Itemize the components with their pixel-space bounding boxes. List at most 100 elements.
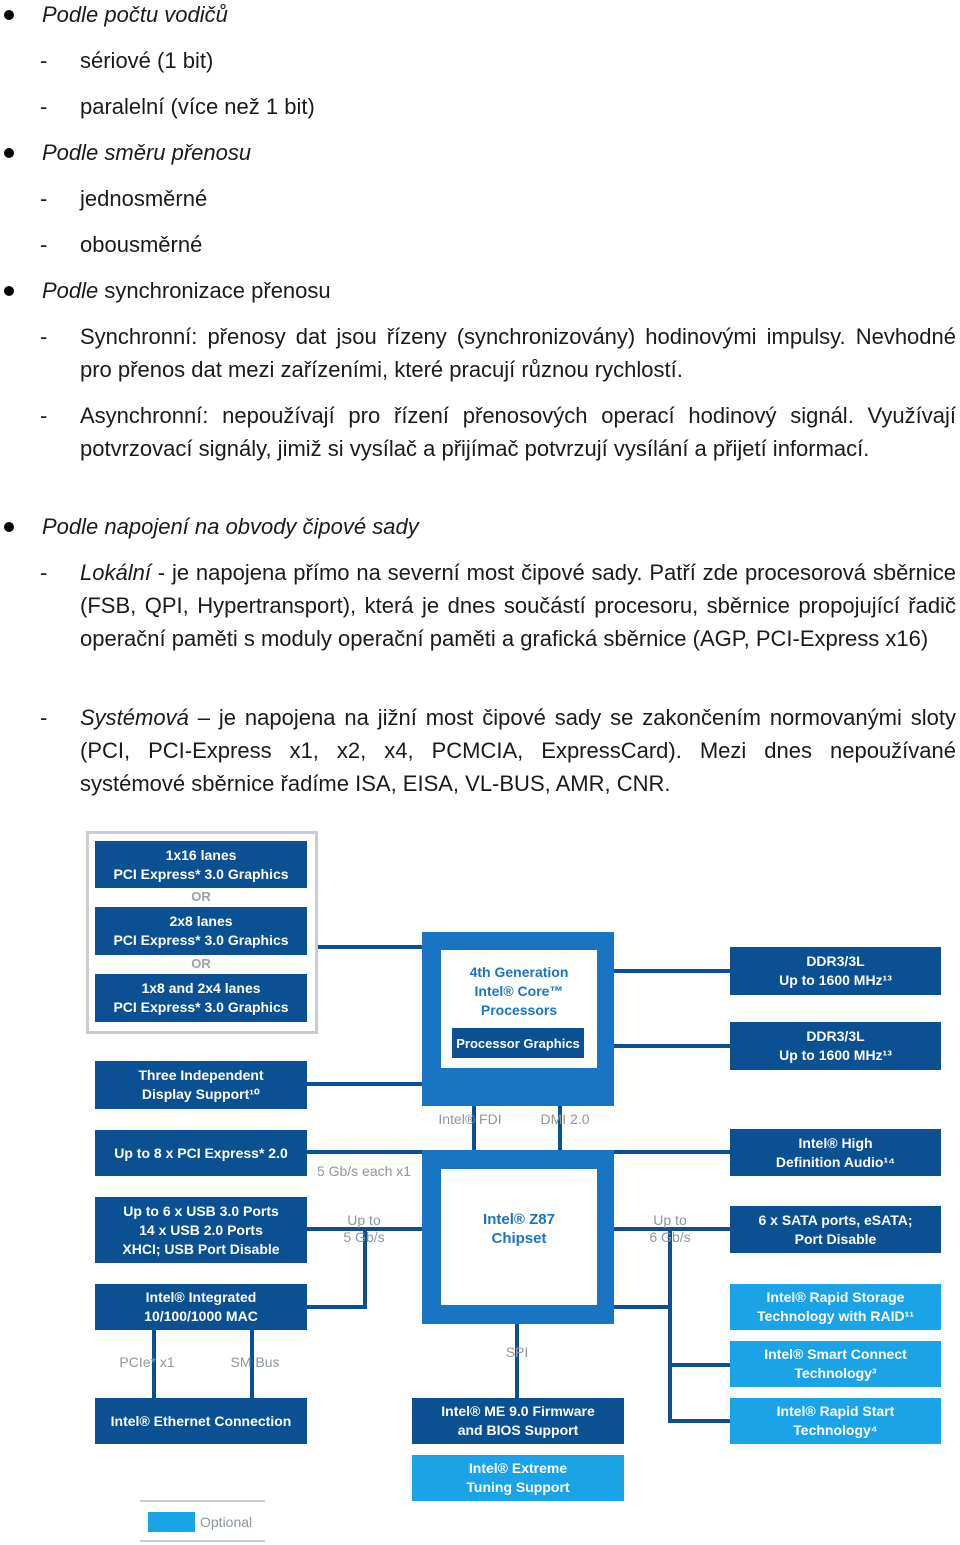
box-label: 6 Gb/s: [649, 1229, 691, 1245]
box-label: and BIOS Support: [457, 1422, 579, 1438]
box-label: Intel® Extreme: [468, 1460, 568, 1476]
connector-line: [612, 1044, 730, 1048]
section-title-sync: Podle synchronizace přenosu: [42, 278, 331, 303]
connector-line: [515, 1322, 519, 1398]
list-item-local: Lokální - je napojena přímo na severní m…: [80, 560, 956, 651]
box-label: Technology³: [794, 1365, 877, 1381]
box-label: Technology⁴: [793, 1422, 878, 1438]
ethernet-box: Intel® Ethernet Connection: [95, 1398, 307, 1444]
or-label: OR: [191, 956, 211, 971]
box-label: Processor Graphics: [456, 1035, 580, 1051]
box-label: Three Independent: [138, 1067, 264, 1083]
legend-swatch: [148, 1512, 195, 1532]
dash-icon: -: [40, 324, 48, 349]
connector-line: [307, 1305, 367, 1309]
box-label: Intel® Core™: [474, 983, 564, 999]
connector-line: [612, 1305, 672, 1309]
rapid-start-box: Intel® Rapid Start Technology⁴: [730, 1398, 941, 1444]
box-label: DDR3/3L: [806, 953, 865, 969]
cpu-title: 4th Generation Intel® Core™ Processors: [441, 963, 597, 1020]
dash-icon: -: [40, 94, 48, 119]
dash-icon: -: [40, 705, 48, 730]
connector-line: [152, 1330, 156, 1398]
dash-icon: -: [40, 560, 48, 585]
connector-line: [668, 1363, 730, 1367]
box-label: Display Support¹⁰: [141, 1086, 261, 1102]
connector-line: [558, 1105, 562, 1150]
section-title-wires: Podle počtu vodičů: [42, 2, 228, 27]
me-firmware-box: Intel® ME 9.0 Firmware and BIOS Support: [412, 1398, 624, 1444]
connector-line: [318, 945, 423, 949]
or-label: OR: [191, 889, 211, 904]
connector-line: [472, 1105, 476, 1150]
connector-line: [668, 1419, 730, 1423]
smart-connect-box: Intel® Smart Connect Technology³: [730, 1341, 941, 1387]
box-label: Intel® Z87: [483, 1211, 555, 1228]
box-label: 4th Generation: [469, 964, 569, 980]
dash-icon: -: [40, 403, 48, 428]
box-label: Up to: [653, 1212, 687, 1228]
connector-line: [307, 1227, 422, 1231]
connector-line: [307, 1150, 422, 1154]
box-label: 14 x USB 2.0 Ports: [139, 1221, 263, 1238]
chipset-title: Intel® Z87 Chipset: [441, 1210, 597, 1248]
list-item: paralelní (více než 1 bit): [80, 94, 315, 119]
connector-line: [250, 1330, 254, 1398]
section-title-chipset: Podle napojení na obvody čipové sady: [42, 514, 419, 539]
dash-icon: -: [40, 186, 48, 211]
extreme-tuning-box: Intel® Extreme Tuning Support: [412, 1455, 624, 1501]
box-label: Up to 1600 MHz¹³: [779, 1047, 892, 1063]
bullet-icon: [4, 10, 14, 20]
box-label: Intel® Smart Connect: [764, 1346, 907, 1362]
box-label: Intel® Integrated: [145, 1289, 257, 1305]
smbus-label: SM Bus: [230, 1354, 280, 1370]
pcie-x1-label: PCIe* x1: [119, 1354, 175, 1370]
box-label: Up to 1600 MHz¹³: [779, 972, 892, 988]
legend-label: Optional: [200, 1514, 253, 1530]
bullet-icon: [4, 522, 14, 532]
legend-divider: [140, 1540, 265, 1542]
box-label: Intel® High: [798, 1134, 873, 1151]
dmi-label: DMI 2.0: [540, 1111, 590, 1127]
box-label: 10/100/1000 MAC: [144, 1308, 258, 1324]
speed-label: 5 Gb/s each x1: [316, 1163, 412, 1179]
box-label: Up to: [347, 1212, 381, 1228]
bullet-icon: [4, 148, 14, 158]
box-label: Port Disable: [794, 1230, 877, 1247]
box-label: XHCI; USB Port Disable: [122, 1240, 280, 1257]
box-label: Tuning Support: [466, 1479, 570, 1495]
box-label: Intel® Rapid Start: [776, 1403, 895, 1419]
list-item: sériové (1 bit): [80, 48, 214, 73]
bullet-icon: [4, 286, 14, 296]
list-item-system: Systémová – je napojena na jižní most či…: [80, 705, 956, 796]
box-label: 1x16 lanes: [165, 846, 237, 863]
box-label: Intel® Rapid Storage: [766, 1289, 905, 1305]
box-label: 5 Gb/s: [343, 1229, 385, 1245]
connector-line: [668, 1230, 672, 1309]
list-item: jednosměrné: [80, 186, 208, 211]
connector-line: [612, 969, 730, 973]
box-label: Intel® ME 9.0 Firmware: [441, 1403, 595, 1419]
box-label: PCI Express* 3.0 Graphics: [113, 865, 289, 882]
pcie3-1x16-box: 1x16 lanes PCI Express* 3.0 Graphics: [95, 841, 307, 888]
speed-label: Up to 6 Gb/s: [640, 1212, 700, 1246]
pcie2-box: Up to 8 x PCI Express* 2.0: [95, 1130, 307, 1176]
dash-icon: -: [40, 48, 48, 73]
box-label: Processors: [480, 1002, 558, 1018]
pcie3-2x8-box: 2x8 lanes PCI Express* 3.0 Graphics: [95, 907, 307, 955]
hd-audio-box: Intel® High Definition Audio¹⁴: [730, 1129, 941, 1176]
box-label: Up to 6 x USB 3.0 Ports: [123, 1202, 279, 1219]
box-label: 2x8 lanes: [169, 913, 233, 929]
box-label: Definition Audio¹⁴: [775, 1153, 896, 1170]
fdi-label: Intel® FDI: [438, 1111, 502, 1127]
usb-box: Up to 6 x USB 3.0 Ports 14 x USB 2.0 Por…: [95, 1197, 307, 1263]
box-label: Intel® Ethernet Connection: [110, 1412, 292, 1429]
integrated-mac-box: Intel® Integrated 10/100/1000 MAC: [95, 1284, 307, 1330]
pcie3-1x8-2x4-box: 1x8 and 2x4 lanes PCI Express* 3.0 Graph…: [95, 974, 307, 1022]
connector-line: [612, 1227, 730, 1231]
list-item: obousměrné: [80, 232, 203, 257]
speed-label: Up to 5 Gb/s: [334, 1212, 394, 1246]
box-label: 1x8 and 2x4 lanes: [141, 980, 261, 996]
processor-graphics-box: Processor Graphics: [452, 1028, 584, 1058]
